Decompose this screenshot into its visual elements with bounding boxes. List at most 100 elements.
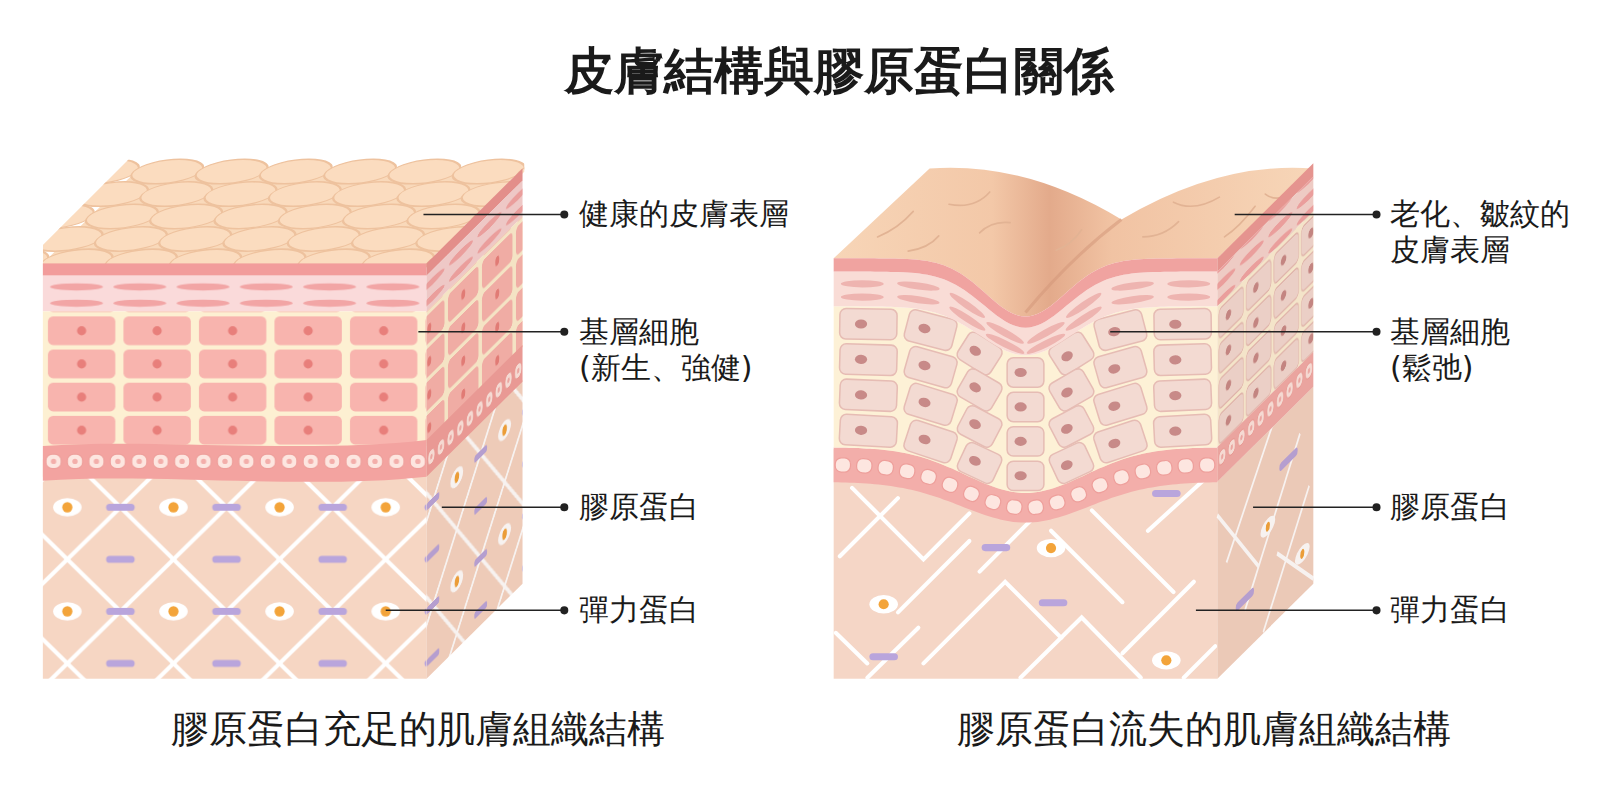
callout-label: 膠原蛋白 [1390,489,1590,525]
flat-cell [1064,304,1104,333]
cell-nucleus [1014,368,1026,377]
aged-front-layers [834,258,1218,522]
basal-ring [1112,468,1131,486]
cell-nucleus [968,380,983,394]
loose-cell [1047,404,1096,450]
healthy-front-face [43,263,427,678]
basal-ring [1006,499,1023,515]
collagen-fiber [1092,510,1174,592]
flat-cell [1111,280,1154,293]
crack [1056,230,1082,250]
callout-label: 基層細胞 (新生、強健) [579,314,779,386]
collagen-fiber [1020,618,1140,678]
basal-ring [940,475,960,494]
cell-nucleus [917,322,931,334]
leader-dot [1373,504,1380,511]
collagen-fiber [836,633,868,664]
flat-cell [897,280,940,293]
leader-dot [1373,211,1380,218]
leader-line [423,214,562,216]
cell-nucleus [855,425,868,435]
crack [1143,222,1179,237]
flat-cell [841,293,884,300]
basal-ring [1199,458,1215,473]
loose-cell [1153,414,1212,448]
dermis [43,459,427,678]
leader-line [1253,507,1374,509]
cell-nucleus [1059,458,1074,472]
loose-cell [955,404,1004,450]
leader-dot [561,329,568,336]
aged-side-face [1217,163,1313,678]
crack [980,222,1011,232]
crack [908,236,939,251]
cell-nucleus [855,319,867,328]
callout-label: 健康的皮膚表層 [579,196,779,232]
leader-line [386,610,563,612]
leader-dot [1373,607,1380,614]
fibroblast [1152,651,1181,669]
fibroblast-core [1046,543,1056,553]
cell-nucleus [1107,437,1122,450]
side-shade [1217,163,1313,678]
basal-ring [856,458,872,473]
callout-label: 彈力蛋白 [579,592,779,628]
cell-nucleus [1107,363,1121,375]
leader-line [1235,214,1375,216]
collagen-fiber [1184,646,1216,678]
flat-cell [1025,331,1067,356]
cell-nucleus [1059,349,1074,363]
callout-label: 老化、皺紋的 皮膚表層 [1390,196,1590,268]
elastin [982,544,1011,551]
callout-label: 基層細胞 (鬆弛) [1390,314,1590,386]
callout-label: 膠原蛋白 [579,489,779,525]
fibroblast-core [1161,655,1171,665]
loose-cell [839,379,897,412]
basal-ring [898,463,916,480]
basal-ring [983,493,1002,511]
loose-cell [1007,392,1044,421]
healthy-side-face [427,168,523,678]
leader-line [418,331,562,333]
cell-nucleus [1169,391,1182,401]
cell-nucleus [917,359,931,371]
flat-cell [1111,293,1154,306]
basal-ring [962,484,982,503]
cell-nucleus [1014,402,1026,411]
leader-dot [1373,329,1380,336]
loose-cell [1092,382,1148,427]
cell-nucleus [1169,320,1181,329]
flat-cell [984,331,1026,356]
crack [949,192,990,205]
loose-cell [1092,345,1148,389]
leader-lines [386,211,1380,613]
leader-line [1196,610,1375,612]
loose-cell [1047,367,1096,414]
flat-cell [897,293,940,306]
collagen-fiber [1051,531,1122,602]
loose-cell [902,382,958,427]
flat-cell [841,280,884,287]
loose-cell [955,441,1003,486]
cell-nucleus [855,355,868,365]
flat-cell [947,304,987,333]
crack [1173,197,1219,206]
basement-cells [43,440,427,482]
cell-nucleus [1059,422,1074,436]
elastin [1152,490,1181,497]
cell-nucleus [1107,400,1121,412]
loose-cell [1153,379,1211,412]
leader-dot [561,211,568,218]
stratum-layer [834,272,1218,356]
cell-nucleus [967,454,982,468]
collagen-fiber [1148,480,1204,531]
fibroblast [1037,539,1066,557]
collagen-fiber [1122,582,1193,653]
cell-nucleus [855,390,868,400]
basal-ring [877,460,894,476]
cell-nucleus [1014,437,1026,446]
loose-cell [955,367,1004,414]
cell-nucleus [1014,471,1026,480]
fibroblast [869,595,898,613]
